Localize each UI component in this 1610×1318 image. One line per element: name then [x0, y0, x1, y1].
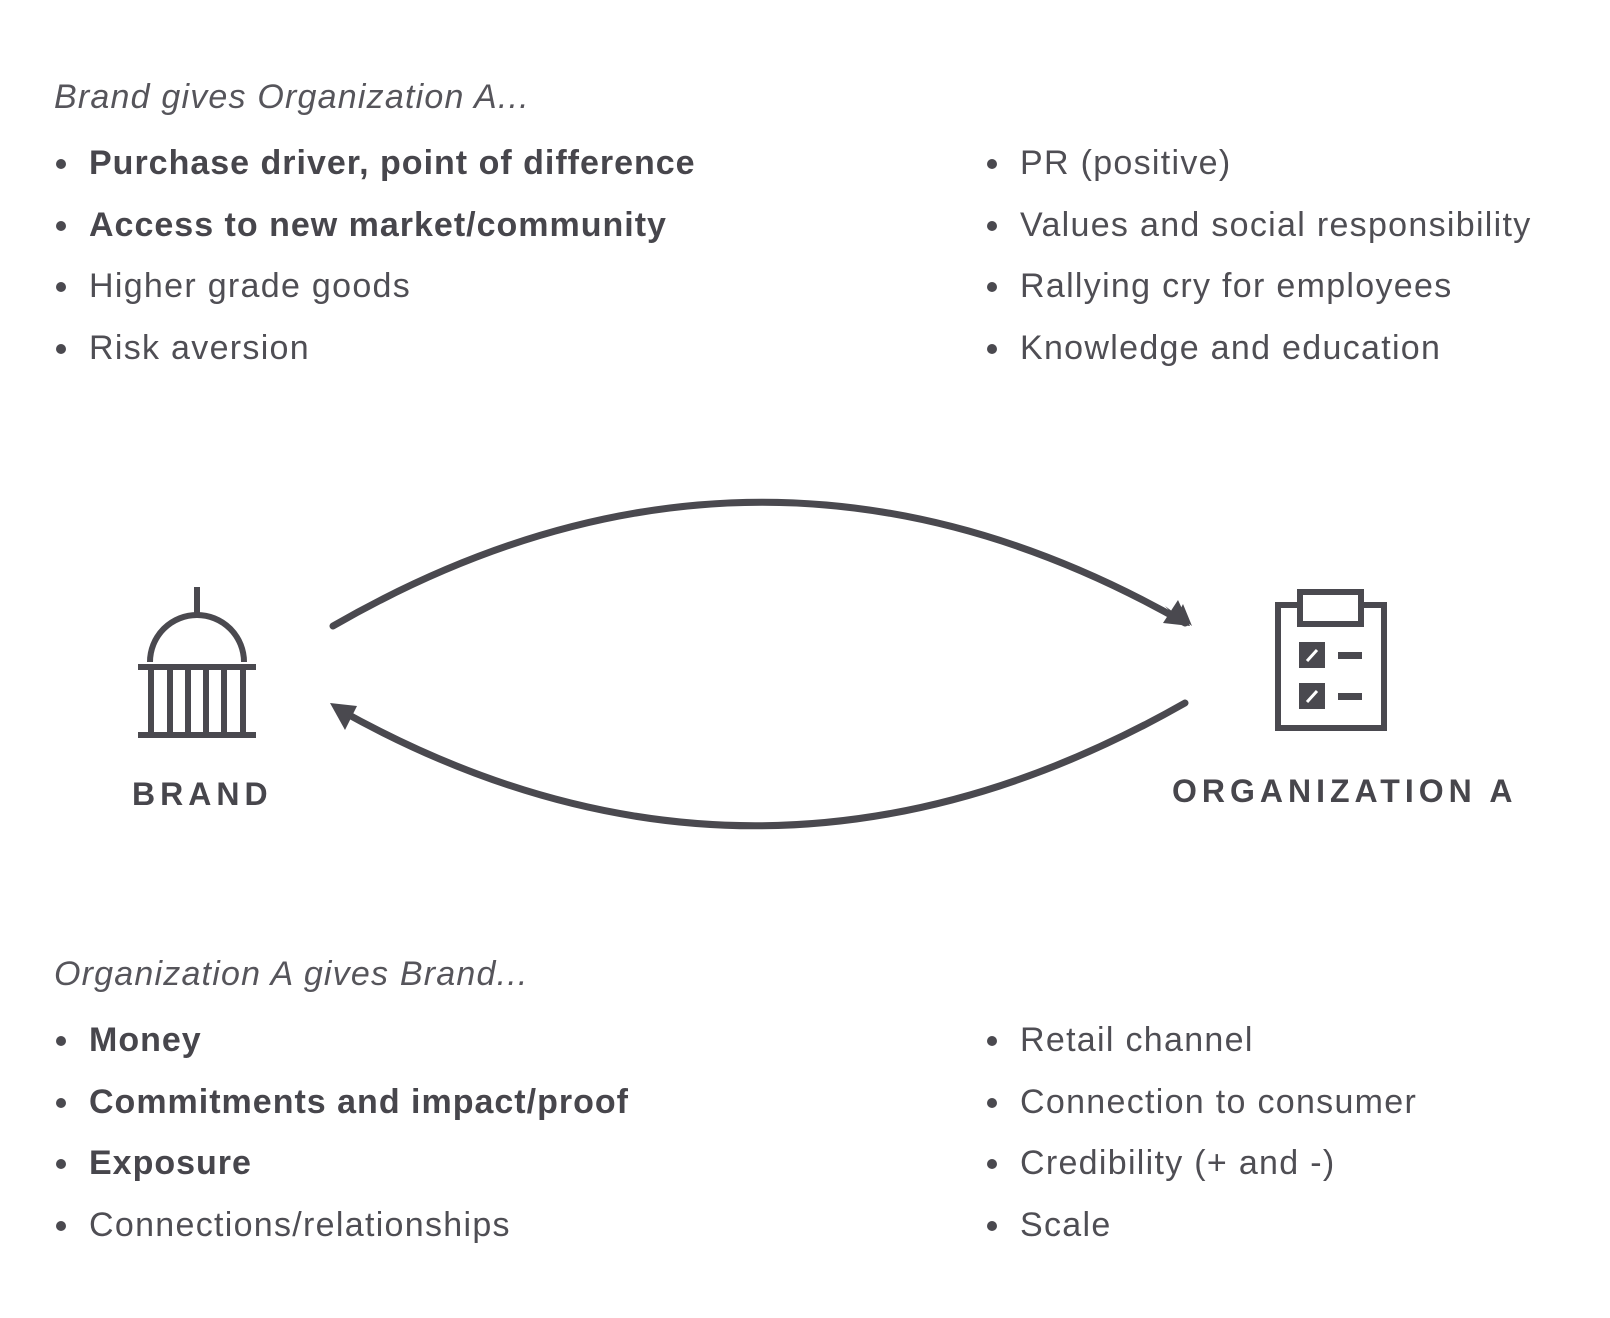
list-item: Rallying cry for employees	[985, 266, 1532, 328]
list-item: Access to new market/community	[54, 205, 696, 267]
list-item: Risk aversion	[54, 328, 696, 390]
list-item: Purchase driver, point of difference	[54, 143, 696, 205]
list-item: PR (positive)	[985, 143, 1532, 205]
heading-brand-gives: Brand gives Organization A...	[54, 78, 530, 116]
arrow-brand-to-organization	[329, 498, 1189, 630]
list-item: Credibility (+ and -)	[985, 1143, 1417, 1205]
heading-organization-gives: Organization A gives Brand...	[54, 955, 529, 993]
list-item: Knowledge and education	[985, 328, 1532, 390]
list-item: Connection to consumer	[985, 1082, 1417, 1144]
list-item: Higher grade goods	[54, 266, 696, 328]
organization-label: ORGANIZATION A	[1172, 773, 1518, 809]
list-item: Exposure	[54, 1143, 629, 1205]
brand-label: BRAND	[132, 776, 273, 812]
list-item: Retail channel	[985, 1020, 1417, 1082]
clipboard-checklist-icon	[1275, 589, 1387, 731]
building-dome-icon	[138, 587, 256, 738]
arrowhead-right-solid	[1163, 600, 1190, 626]
brand-gives-list-right: PR (positive)Values and social responsib…	[985, 143, 1532, 389]
list-item: Values and social responsibility	[985, 205, 1532, 267]
arrow-organization-to-brand	[336, 699, 1189, 830]
list-item: Commitments and impact/proof	[54, 1082, 629, 1144]
arrowhead-left	[330, 703, 357, 730]
list-item: Connections/relationships	[54, 1205, 629, 1267]
list-item: Money	[54, 1020, 629, 1082]
list-item: Scale	[985, 1205, 1417, 1267]
